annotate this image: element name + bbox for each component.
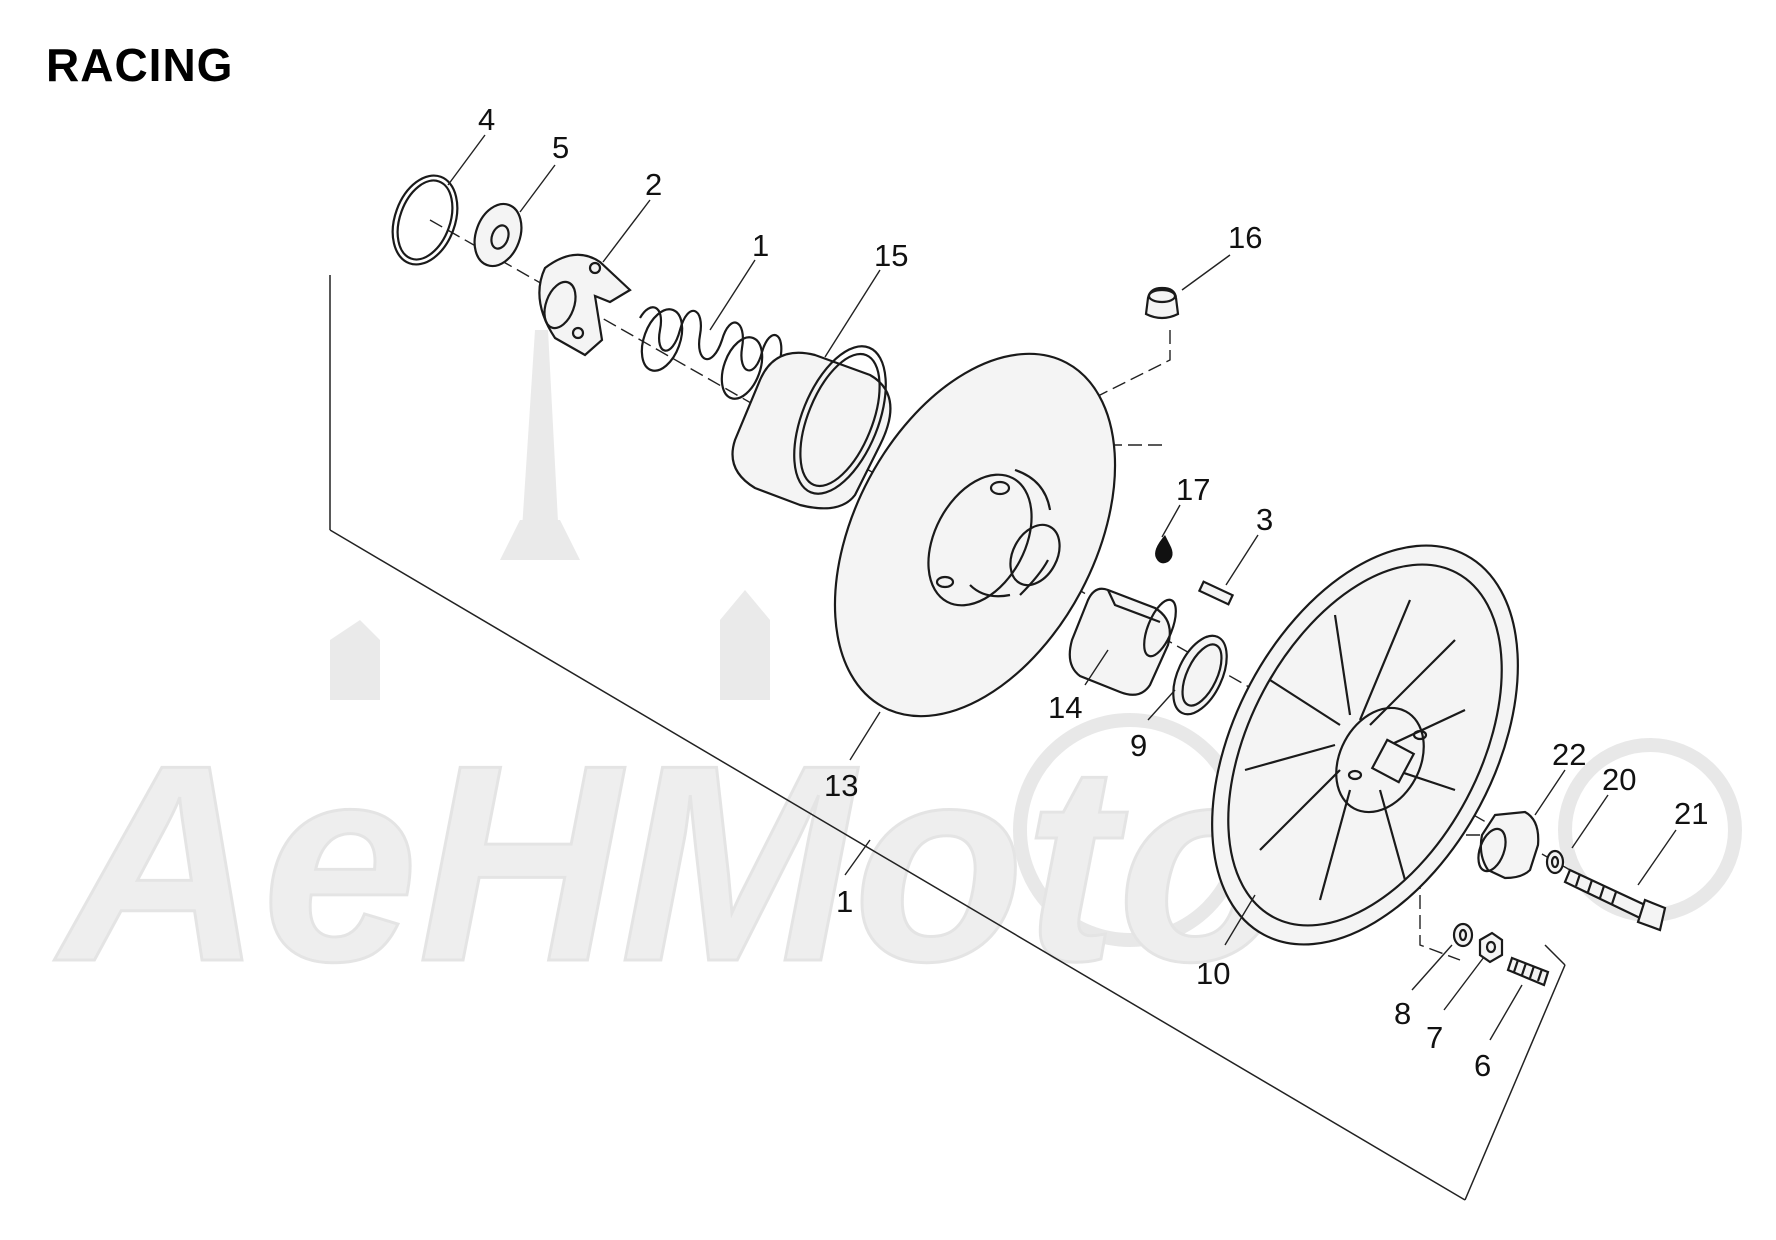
part-circlip bbox=[391, 174, 459, 266]
part-washer bbox=[473, 202, 523, 268]
watermark-text: AeHMoto bbox=[51, 708, 1288, 1020]
diagram-title: RACING bbox=[46, 39, 234, 91]
callout-labels: 4 5 2 1 15 16 17 3 14 9 13 1 10 22 20 21… bbox=[478, 102, 1708, 1083]
callout-7: 7 bbox=[1426, 1020, 1443, 1055]
callout-15: 15 bbox=[874, 238, 908, 273]
part-spacer bbox=[1477, 810, 1540, 880]
callout-17: 17 bbox=[1176, 472, 1210, 507]
part-plug bbox=[1144, 286, 1180, 320]
part-set-screw bbox=[1506, 956, 1550, 987]
part-grease-drop bbox=[1155, 535, 1173, 564]
callout-21: 21 bbox=[1674, 796, 1708, 831]
assembly-bracket bbox=[329, 275, 1566, 1201]
leader-lines bbox=[447, 134, 1677, 1041]
callout-8: 8 bbox=[1394, 996, 1411, 1031]
callout-1-spring: 1 bbox=[752, 228, 769, 263]
callout-13: 13 bbox=[824, 768, 858, 803]
part-bushing-sleeve bbox=[1068, 587, 1177, 696]
callout-4: 4 bbox=[478, 102, 495, 137]
part-fixed-sheave bbox=[1211, 544, 1519, 946]
part-thrust-washer bbox=[1172, 634, 1228, 716]
part-lock-washer bbox=[1452, 922, 1474, 948]
part-bolt bbox=[1563, 868, 1667, 932]
callout-1-assembly: 1 bbox=[836, 884, 853, 919]
callout-20: 20 bbox=[1602, 762, 1636, 797]
part-movable-sheave bbox=[833, 352, 1117, 718]
callout-14: 14 bbox=[1048, 690, 1082, 725]
part-cam bbox=[538, 253, 632, 357]
callout-5: 5 bbox=[552, 130, 569, 165]
callout-9: 9 bbox=[1130, 728, 1147, 763]
callout-16: 16 bbox=[1228, 220, 1262, 255]
part-nut bbox=[1478, 931, 1504, 964]
callout-22: 22 bbox=[1552, 737, 1586, 772]
callout-6: 6 bbox=[1474, 1048, 1491, 1083]
watermark-logo: AeHMoto bbox=[50, 330, 1742, 1022]
part-small-washer bbox=[1545, 849, 1565, 875]
callout-3: 3 bbox=[1256, 502, 1273, 537]
callout-2: 2 bbox=[645, 167, 662, 202]
part-key bbox=[1197, 580, 1235, 606]
part-bushing-ring bbox=[731, 345, 892, 510]
callout-10: 10 bbox=[1196, 956, 1230, 991]
part-spring bbox=[639, 306, 783, 400]
